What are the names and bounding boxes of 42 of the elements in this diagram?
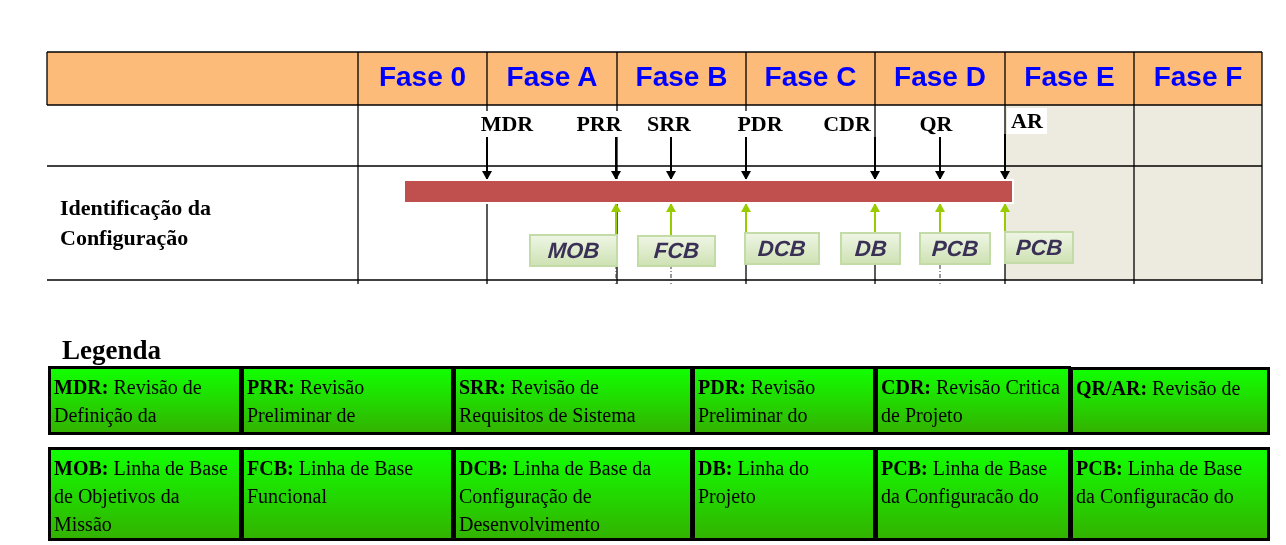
definition-box: PDR: Revisão Preliminar do	[692, 366, 876, 435]
baseline-box: FCB	[637, 235, 716, 267]
phase-label: Fase A	[505, 61, 599, 93]
baseline-box: DB	[840, 232, 901, 265]
arrow	[666, 136, 676, 180]
definition-box: PCB: Linha de Base da Configuracão do	[875, 447, 1071, 541]
arrow	[482, 136, 492, 180]
arrow	[741, 136, 751, 180]
arrow	[870, 203, 880, 233]
arrow	[611, 203, 621, 235]
phase-label: Fase D	[893, 61, 987, 93]
definition-box: SRR: Revisão de Requisitos de Sistema	[453, 366, 693, 435]
definition-box: QR/AR: Revisão de	[1070, 367, 1270, 435]
baseline-box: MOB	[529, 234, 618, 267]
arrow	[1000, 133, 1010, 180]
definition-box: DCB: Linha de Base da Configuração de Desenvolvimento	[453, 447, 693, 541]
arrow	[1000, 203, 1010, 232]
arrow	[935, 136, 945, 180]
legend-title: Legenda	[62, 334, 162, 367]
arrow	[935, 203, 945, 233]
definition-box: FCB: Linha de Base Funcional	[241, 447, 454, 541]
definition-box: MDR: Revisão de Definição da	[48, 366, 242, 435]
definition-box: DB: Linha do Projeto	[692, 447, 876, 541]
milestone-label: AR	[1007, 108, 1047, 134]
arrow	[611, 136, 621, 180]
arrow	[870, 136, 880, 180]
arrow	[666, 203, 676, 236]
definition-box: MOB: Linha de Base de Objetivos da Missão	[48, 447, 242, 541]
baseline-box: PCB	[919, 232, 991, 265]
timeline-bar	[405, 181, 1012, 202]
phase-label: Fase C	[763, 61, 858, 93]
phase-label: Fase E	[1023, 61, 1116, 93]
phase-label: Fase B	[634, 61, 729, 93]
phase-label: Fase 0	[377, 61, 468, 93]
arrow	[741, 203, 751, 233]
baseline-box: PCB	[1004, 231, 1074, 264]
phase-label: Fase F	[1152, 61, 1244, 93]
definition-box: PCB: Linha de Base da Configuracão do	[1070, 447, 1270, 541]
definition-box: PRR: Revisão Preliminar de	[241, 366, 454, 435]
baseline-box: DCB	[744, 232, 820, 265]
definition-box: CDR: Revisão Critica de Projeto	[875, 366, 1071, 435]
row-label: Identificação da Configuração	[60, 194, 212, 252]
